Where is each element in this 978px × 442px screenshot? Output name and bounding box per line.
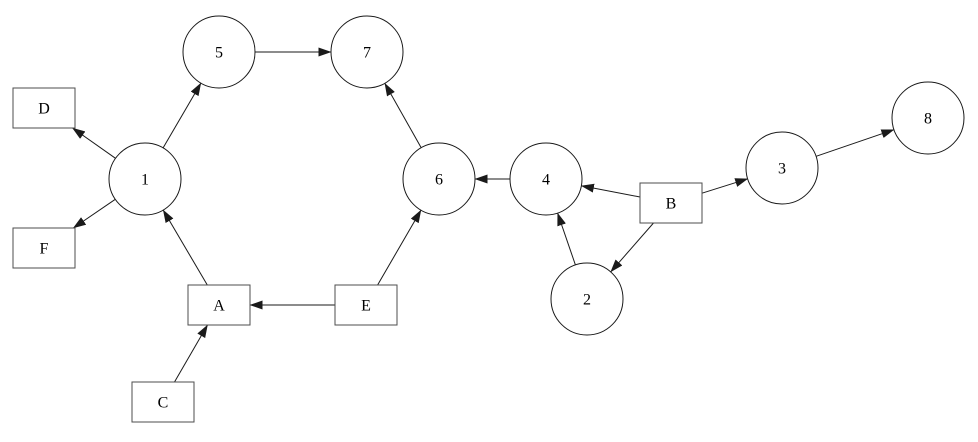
- edge-C-to-A: [174, 324, 208, 383]
- node-3-circle: [745, 131, 819, 205]
- nodes-layer: 1 2 3 4 5 6 7 8A B C D E F: [12, 15, 965, 423]
- node-7-circle: [330, 15, 404, 89]
- node-2: 2: [550, 262, 624, 336]
- node-B: B: [639, 182, 703, 224]
- node-1-circle: [108, 142, 182, 216]
- node-A-label: A: [213, 298, 225, 315]
- node-A-box: [187, 284, 251, 326]
- node-D: D: [12, 87, 76, 129]
- node-E: E: [334, 284, 398, 326]
- node-6: 6: [402, 142, 476, 216]
- edge-1-to-F: [72, 198, 116, 229]
- node-5-circle: [182, 15, 256, 89]
- node-8-circle: [891, 81, 965, 155]
- node-B-label: B: [666, 196, 677, 213]
- edge-E-to-6: [377, 209, 422, 286]
- node-D-box: [12, 87, 76, 129]
- node-4-label: 4: [542, 172, 550, 189]
- node-7: 7: [330, 15, 404, 89]
- edge-B-to-3: [701, 178, 749, 194]
- node-3: 3: [745, 131, 819, 205]
- node-5-label: 5: [215, 45, 223, 62]
- node-C-label: C: [158, 395, 169, 412]
- node-1: 1: [108, 142, 182, 216]
- node-A: A: [187, 284, 251, 326]
- node-1-label: 1: [141, 172, 149, 189]
- edge-A-to-1: [162, 209, 208, 286]
- node-5: 5: [182, 15, 256, 89]
- edge-3-to-8: [815, 129, 895, 157]
- node-4: 4: [509, 142, 583, 216]
- edge-1-to-5: [162, 82, 202, 149]
- node-E-box: [334, 284, 398, 326]
- node-C: C: [131, 381, 195, 423]
- node-C-box: [131, 381, 195, 423]
- node-2-label: 2: [583, 292, 591, 309]
- edge-B-to-2: [610, 222, 654, 273]
- node-4-circle: [509, 142, 583, 216]
- node-F-box: [12, 227, 76, 269]
- edge-1-to-D: [72, 127, 116, 159]
- node-6-label: 6: [435, 172, 443, 189]
- edge-6-to-7: [384, 82, 422, 148]
- node-E-label: E: [361, 298, 371, 315]
- node-7-label: 7: [363, 45, 371, 62]
- node-2-circle: [550, 262, 624, 336]
- node-8-label: 8: [924, 111, 932, 128]
- node-B-box: [639, 182, 703, 224]
- node-F: F: [12, 227, 76, 269]
- edge-2-to-4: [557, 212, 576, 266]
- node-F-label: F: [40, 241, 49, 258]
- node-D-label: D: [38, 101, 50, 118]
- node-6-circle: [402, 142, 476, 216]
- node-8: 8: [891, 81, 965, 155]
- edges-layer: [72, 47, 895, 383]
- node-3-label: 3: [778, 161, 786, 178]
- edge-B-to-4: [580, 183, 641, 198]
